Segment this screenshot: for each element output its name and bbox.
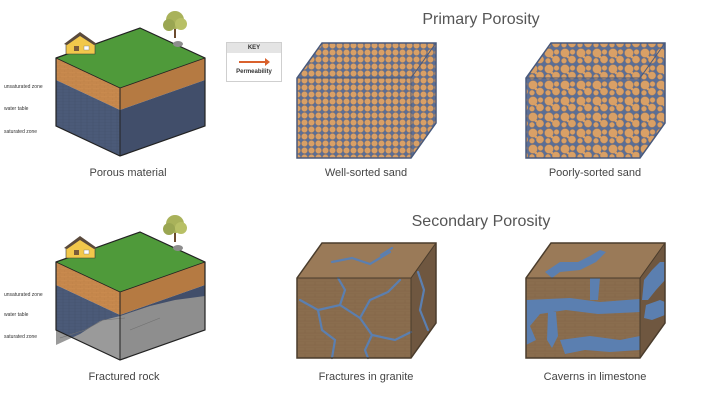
permeability-arrow-icon (239, 58, 270, 66)
water-table-label: water table (4, 106, 29, 112)
primary-porosity-heading: Primary Porosity (422, 11, 540, 28)
tree-icon (163, 215, 187, 242)
porous-material-block (55, 11, 206, 157)
saturated-zone-label: saturated zone (4, 334, 38, 340)
porous-material-caption: Porous material (89, 167, 167, 179)
fracture-lines (298, 246, 430, 360)
house-icon (64, 236, 97, 259)
water-table-label: water table (4, 312, 29, 318)
secondary-porosity-heading: Secondary Porosity (411, 213, 551, 230)
well-sorted-sand-caption: Well-sorted sand (324, 167, 408, 179)
key-heading: KEY (227, 43, 281, 53)
rock-icon (173, 245, 183, 251)
fractured-rock-block (55, 215, 206, 361)
well-sorted-sand-cube (296, 42, 437, 159)
unsaturated-zone-label: unsaturated zone (4, 84, 43, 90)
key-label: Permeability (236, 69, 272, 75)
tree-icon (163, 11, 187, 38)
poorly-sorted-sand-cube (525, 42, 666, 159)
fractured-rock-caption: Fractured rock (88, 371, 160, 383)
rock-icon (173, 41, 183, 47)
cavern-channels (526, 250, 665, 354)
house-icon (64, 32, 97, 55)
granite-fracture-cube (296, 242, 437, 360)
limestone-caverns-caption: Caverns in limestone (543, 371, 647, 383)
poorly-sorted-sand-caption: Poorly-sorted sand (548, 167, 642, 179)
unsaturated-zone-label: unsaturated zone (4, 292, 43, 298)
saturated-zone-label: saturated zone (4, 129, 38, 135)
granite-fractures-caption: Fractures in granite (318, 371, 414, 383)
permeability-key: KEY Permeability (226, 42, 282, 82)
limestone-cavern-cube (525, 242, 666, 359)
